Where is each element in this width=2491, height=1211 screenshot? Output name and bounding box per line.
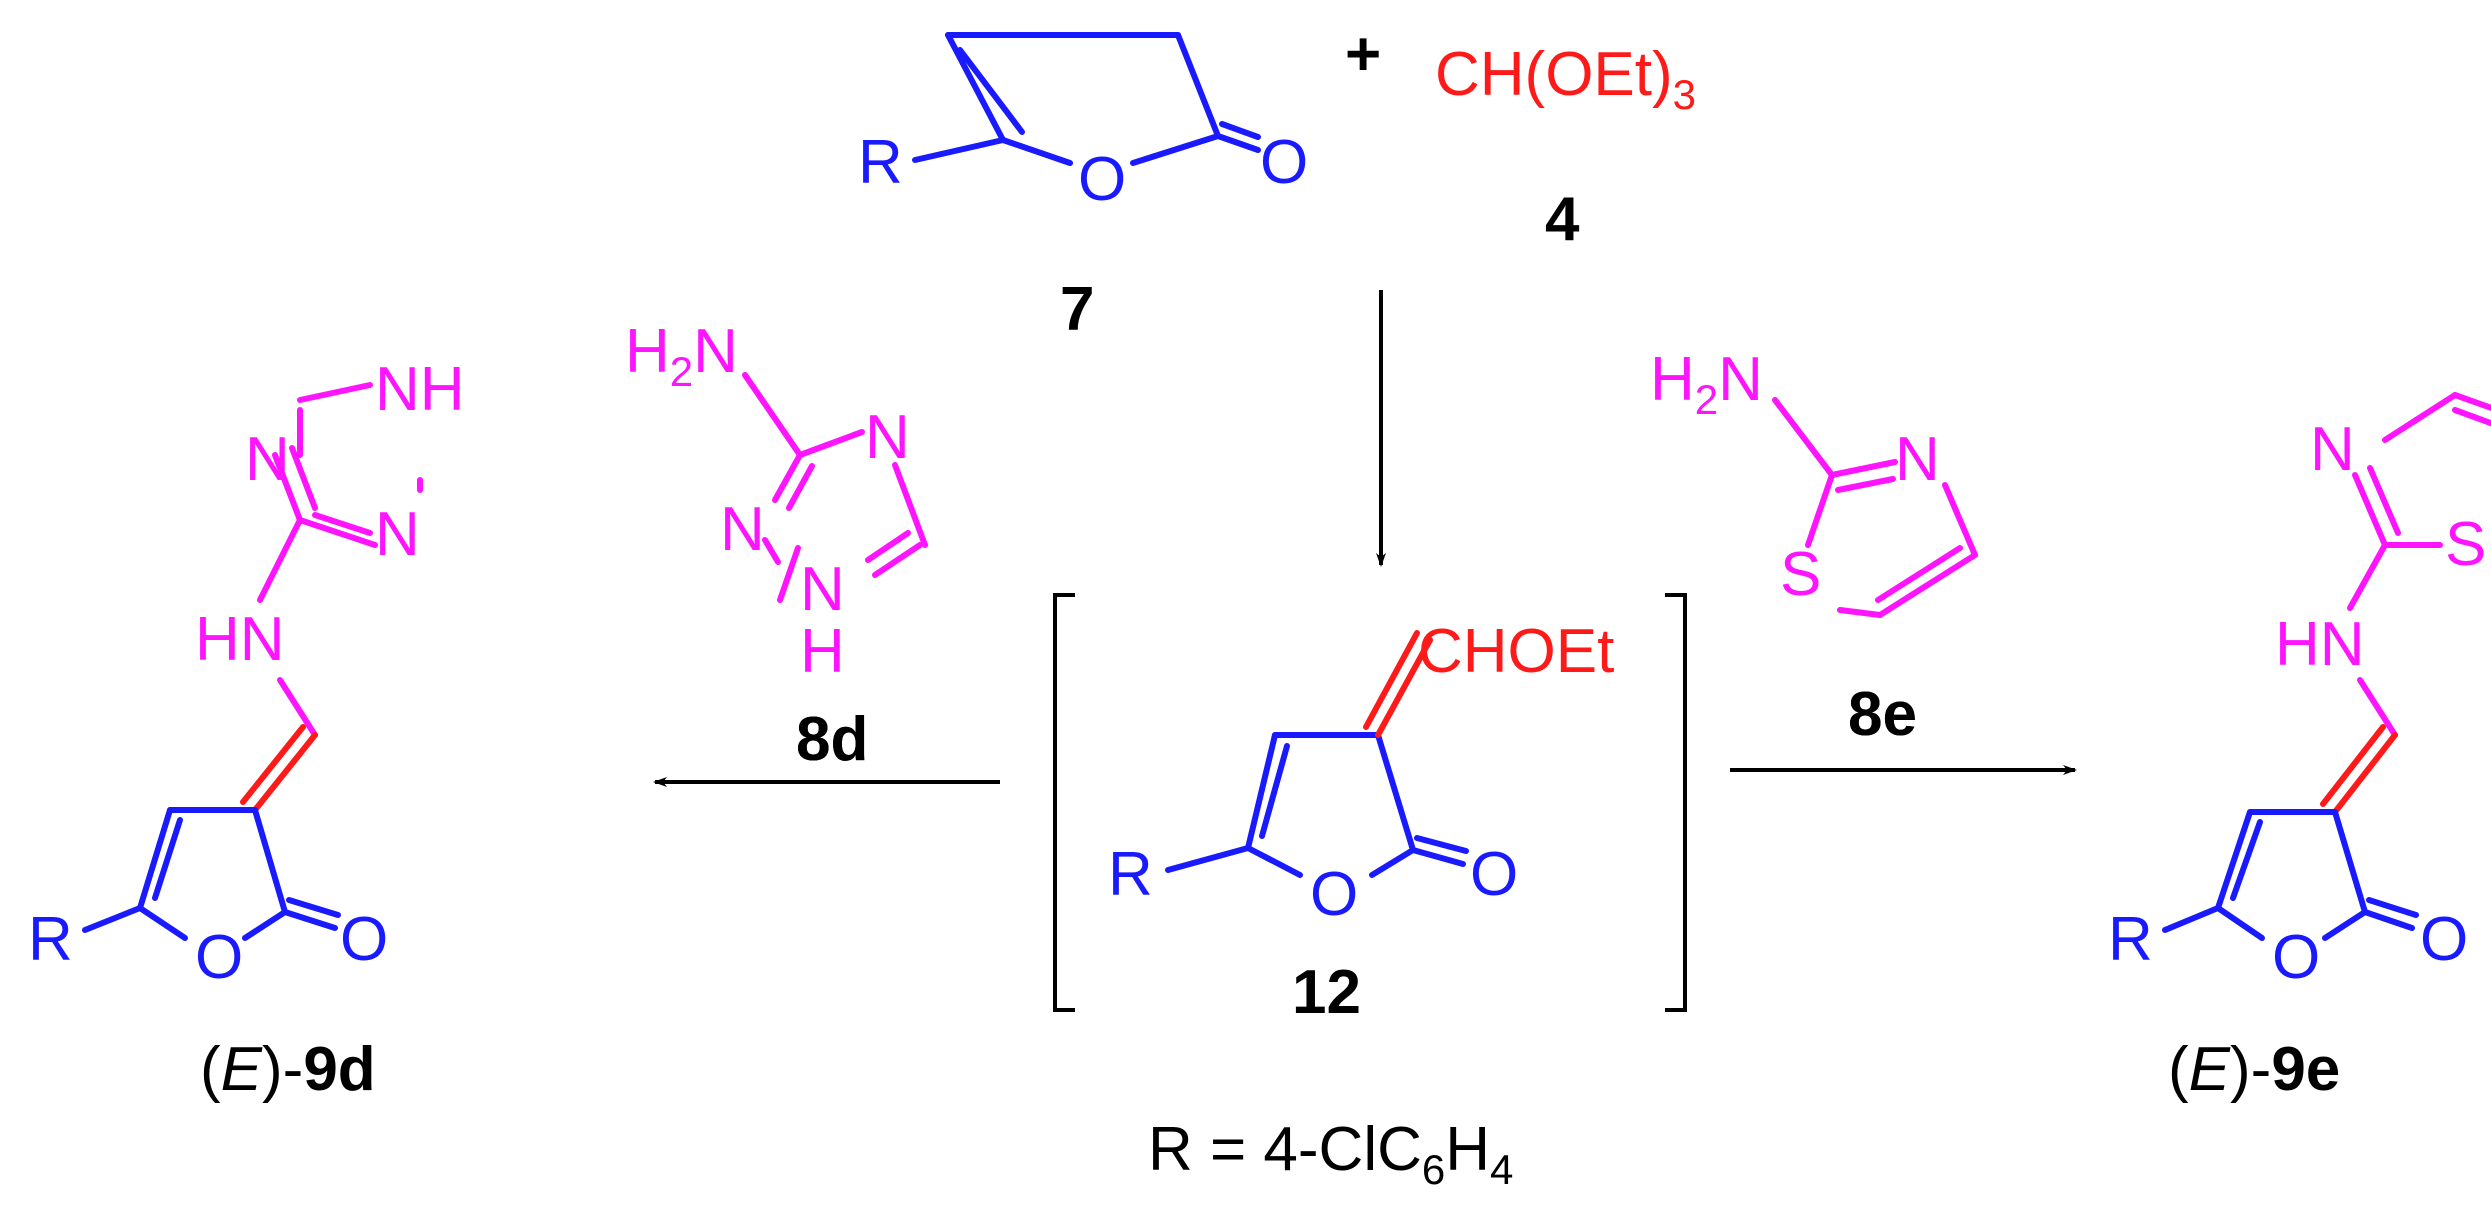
compound-8d-arrow-label: 8d: [796, 705, 868, 774]
product-9d-label: (E)-9d: [200, 1035, 376, 1104]
furanone-7: R O O: [858, 32, 1308, 214]
product-9d-hn-label: HN: [195, 605, 285, 674]
ring-oxygen-label-12: O: [1310, 860, 1358, 929]
product-9d-r-label: R: [28, 905, 73, 974]
compound-8e-arrow-label: 8e: [1848, 680, 1917, 749]
compound-4-label: 4: [1545, 185, 1580, 254]
product-9e-r-label: R: [2108, 905, 2153, 974]
triazole-n1-label: N: [800, 555, 845, 624]
triazole-n2-label: N: [720, 495, 765, 564]
aminotriazole-8d: H2N N N N H: [625, 317, 928, 686]
product-9d: N NH N HN R O O: [28, 355, 465, 992]
product-9d-triazole-nh-label: NH: [375, 355, 465, 424]
product-9d-carbonyl-oxygen: O: [340, 905, 388, 974]
carbonyl-oxygen-label: O: [1260, 128, 1308, 197]
right-bracket: [1665, 593, 1687, 1012]
product-9e-thiazole-n-label: N: [2310, 415, 2355, 484]
compound-7-label: 7: [1060, 275, 1094, 344]
ethoxymethylene-label: CHOEt: [1418, 617, 1614, 686]
plus-sign: +: [1345, 20, 1381, 89]
amino-label-8e: H2N: [1650, 345, 1763, 423]
ring-oxygen-label: O: [1078, 145, 1126, 214]
aminothiazole-8e: H2N N S: [1650, 345, 1978, 618]
triazole-h-label: H: [800, 617, 845, 686]
amino-label-8d: H2N: [625, 317, 738, 395]
compound-12-label: 12: [1292, 958, 1361, 1027]
carbonyl-oxygen-label-12: O: [1470, 840, 1518, 909]
r-definition: R = 4-ClC6H4: [1148, 1115, 1513, 1193]
product-9e: N S HN R O O: [2108, 392, 2491, 992]
product-9d-triazole-n2-label: N: [375, 500, 420, 569]
r-label-12: R: [1108, 840, 1153, 909]
product-9d-triazole-n-label: N: [245, 425, 290, 494]
product-9e-label: (E)-9e: [2168, 1035, 2340, 1104]
orthoformate-formula: CH(OEt)3: [1435, 40, 1696, 118]
product-9e-thiazole-s-label: S: [2445, 510, 2486, 579]
thiazole-s-label: S: [1780, 540, 1821, 609]
product-9e-ring-oxygen: O: [2272, 923, 2320, 992]
compound-8e-label: 8e: [1848, 680, 1917, 749]
product-9e-carbonyl-oxygen: O: [2420, 905, 2468, 974]
compound-8d-label: 8d: [796, 705, 868, 774]
product-9e-hn-label: HN: [2275, 610, 2365, 679]
thiazole-n-label: N: [1895, 425, 1940, 494]
product-9d-ring-oxygen: O: [195, 923, 243, 992]
triazole-n4-label: N: [865, 403, 910, 472]
intermediate-12: CHOEt R O O: [1108, 617, 1614, 929]
left-bracket: [1053, 593, 1075, 1012]
r-label: R: [858, 128, 903, 197]
